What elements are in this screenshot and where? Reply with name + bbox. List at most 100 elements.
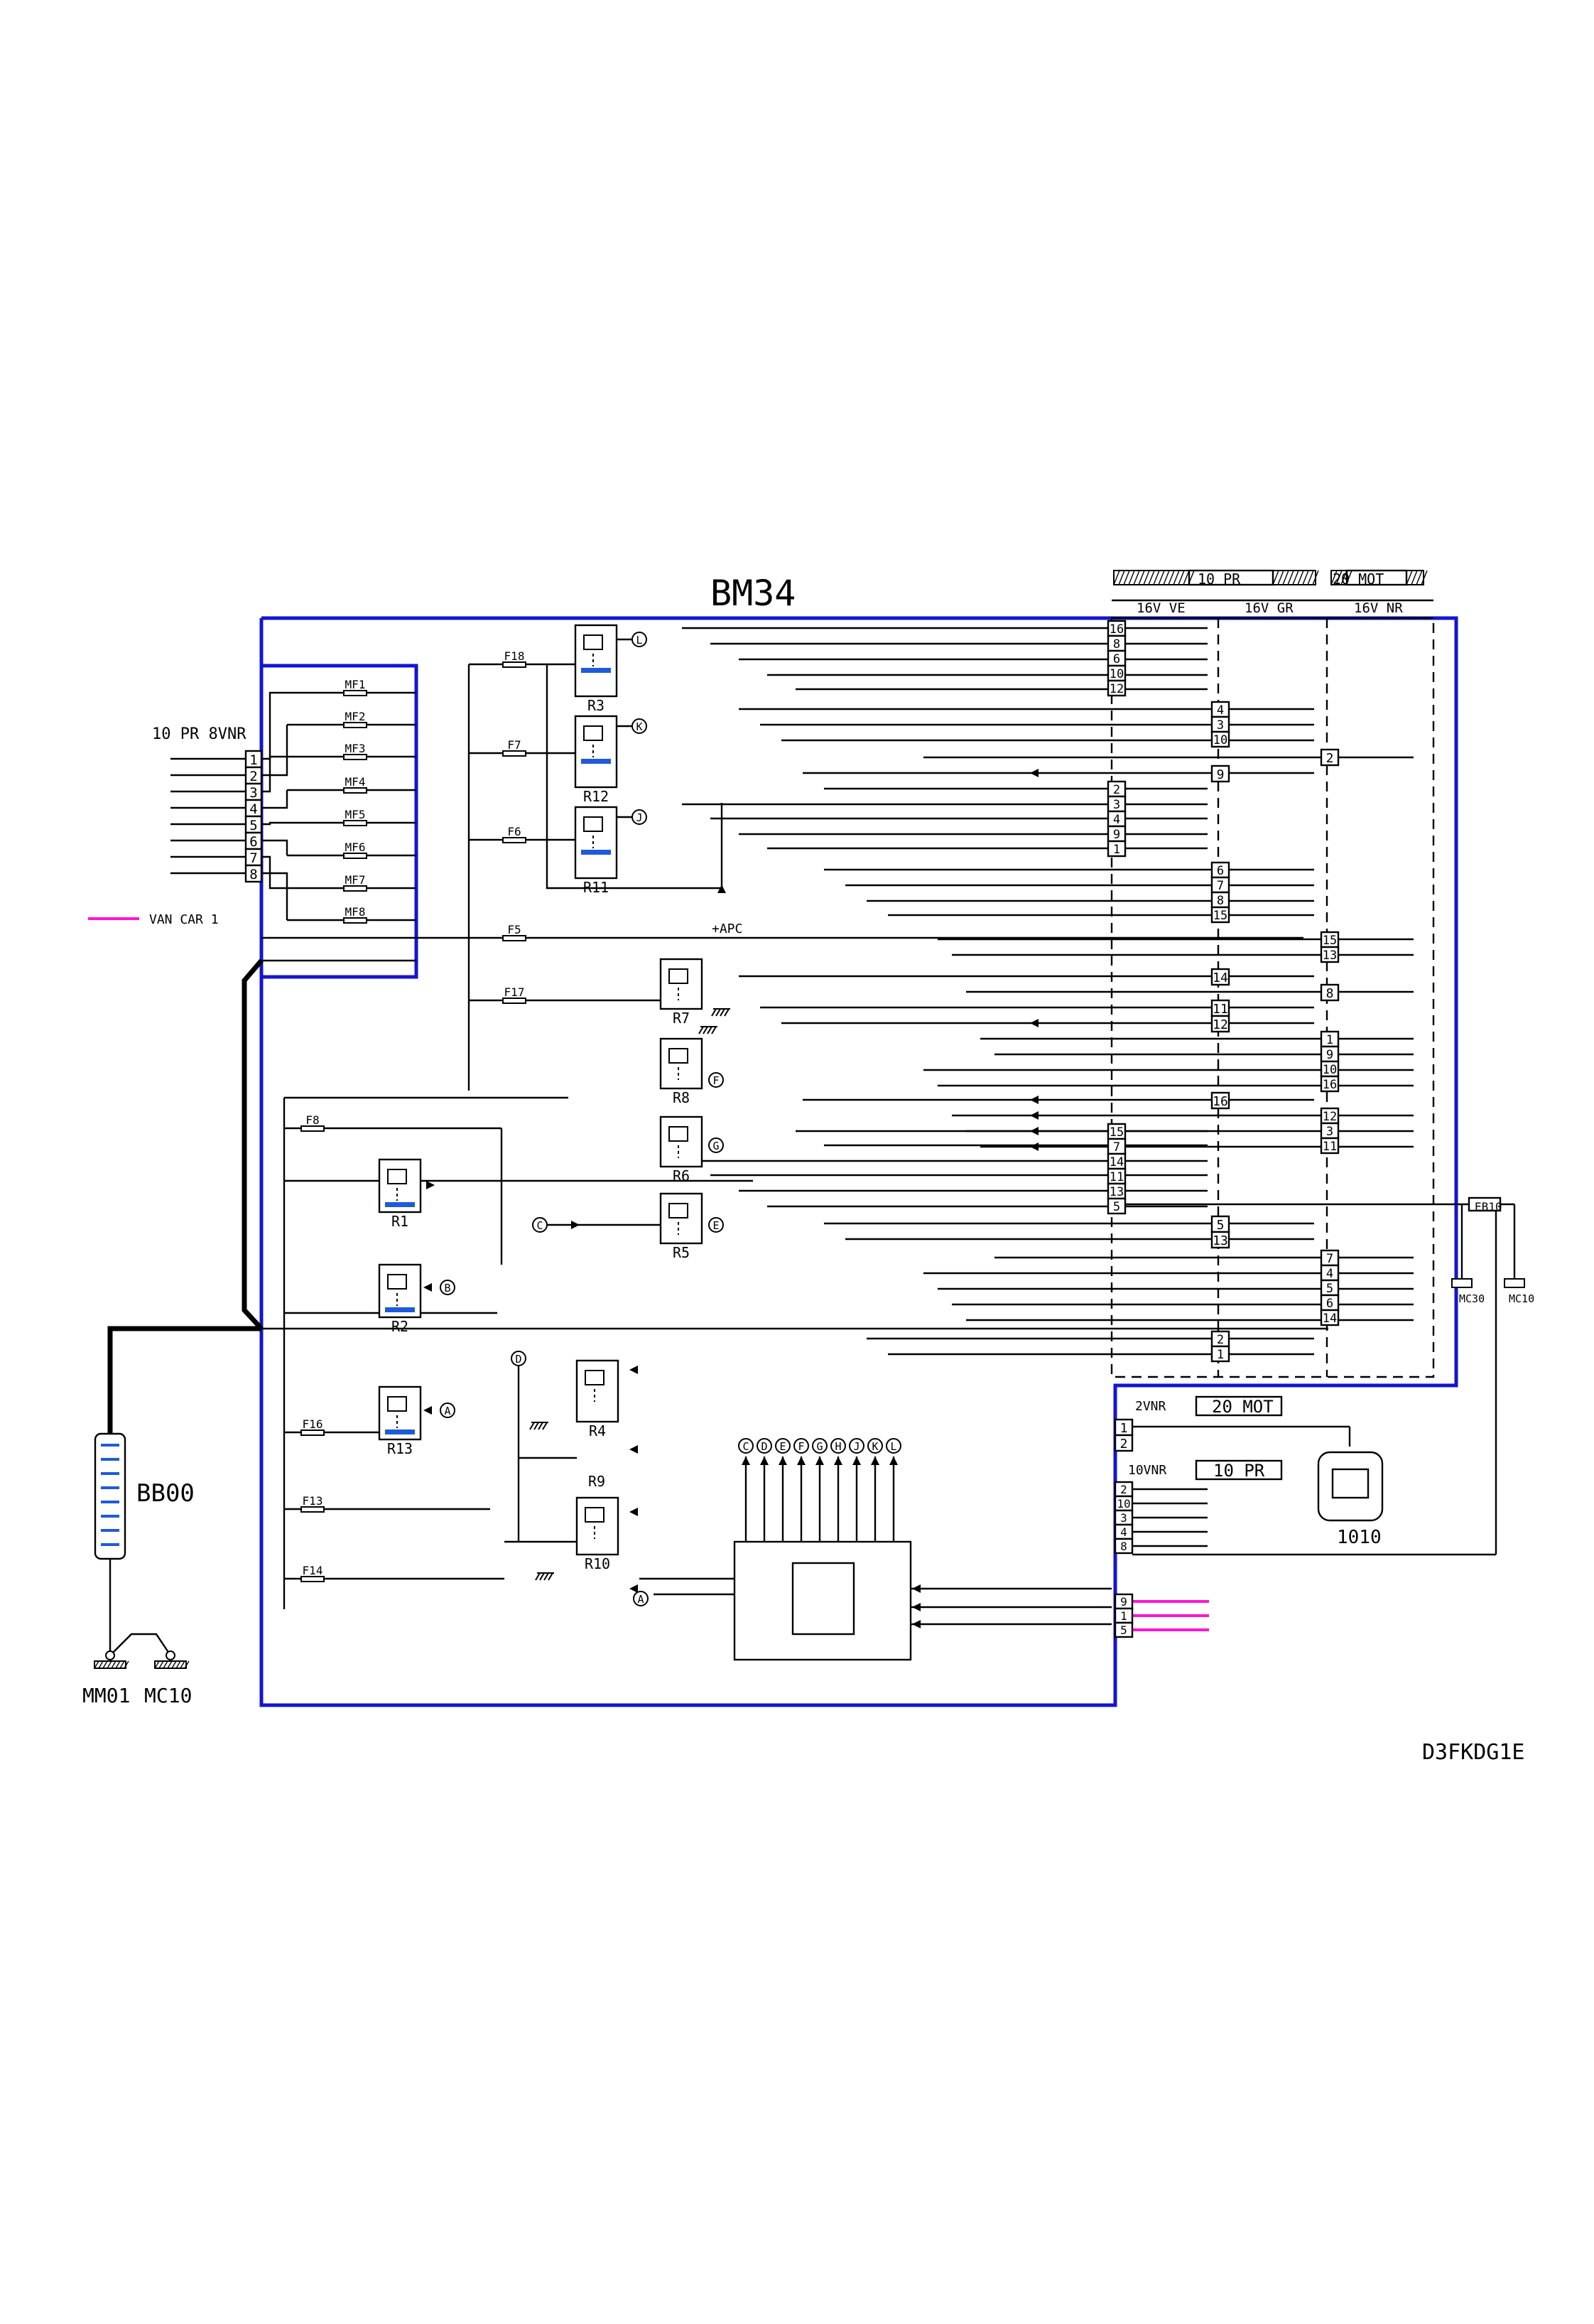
mini-fuse-feed [261, 755, 287, 793]
arrow-c [571, 1221, 580, 1229]
connector-10vnr-label: 10VNR [1128, 1463, 1166, 1478]
left-connector-pin-label: 3 [249, 785, 257, 801]
relay-r3-contact-bar [581, 668, 611, 673]
hatch-line [171, 1660, 177, 1669]
pin-nr-b-pin-label: 1 [1326, 1033, 1333, 1047]
hatch-line [1128, 570, 1135, 585]
ground-r7 [715, 1008, 721, 1017]
ground-hatch [707, 1026, 712, 1034]
arrow-signal [1030, 1019, 1039, 1027]
relay-r12-label: R12 [583, 788, 609, 805]
pin-mot20-pin-label: 2 [1120, 1437, 1128, 1452]
mini-fuse-mf8 [343, 917, 367, 924]
diagram-title: BM34 [710, 573, 796, 614]
pin-ve-c-pin-label: 5 [1113, 1200, 1120, 1214]
ecu-input-arrow [797, 1456, 806, 1465]
marker-j-letter: J [636, 811, 642, 824]
ecu-input-arrow [889, 1456, 898, 1465]
hatch-line [1335, 570, 1343, 585]
pin-nr-8-pin [1320, 983, 1340, 1002]
hatch-line [175, 1660, 181, 1669]
ground-terminal [166, 1650, 175, 1660]
hatch-line [124, 1660, 129, 1669]
ground-label-mc10-right: MC10 [1509, 1292, 1534, 1305]
relay-r4-label: R4 [589, 1422, 606, 1439]
pin-gr-a-pin-label: 4 [1217, 703, 1224, 718]
pin-gr-e-pin [1210, 1345, 1230, 1363]
column-16v-nr: 16V NR [1354, 600, 1403, 616]
pin-pr10-a-pin-label: 3 [1120, 1511, 1127, 1525]
pin-nr-d-pin-label: 6 [1326, 1297, 1333, 1311]
hatch-line [1272, 570, 1279, 585]
arrow-left [629, 1366, 638, 1374]
pin-pr10-a-pin-label: 10 [1117, 1497, 1130, 1510]
pin-pr10-a-pin-label: 4 [1120, 1525, 1127, 1539]
mini-fuse-mf8-label: MF8 [345, 905, 366, 919]
pin-nr-2-pin [1320, 748, 1340, 767]
pin-nr-c-pin-label: 12 [1323, 1110, 1337, 1124]
ecu-input-h [830, 1438, 846, 1454]
marker-c [532, 1217, 548, 1233]
hatch-line [1158, 570, 1165, 585]
hatch-line [94, 1660, 99, 1669]
ground-r10 [539, 1572, 545, 1581]
left-connector-pin-label: 5 [249, 818, 257, 833]
pin-ve-a-pin-label: 12 [1110, 682, 1124, 696]
arrow-left [423, 1283, 432, 1292]
marker-b [440, 1280, 455, 1295]
pin-gr-e-pin-label: 1 [1217, 1348, 1224, 1362]
hatch-line [163, 1660, 168, 1669]
pin-pr10-b-pin-label: 1 [1120, 1609, 1127, 1623]
arrow-left [912, 1603, 921, 1611]
ground-hatch [703, 1026, 708, 1034]
hatch-line [1287, 570, 1294, 585]
pin-gr-b-pin-label: 15 [1213, 909, 1227, 923]
connector-area-dashed [1110, 617, 1435, 1378]
hatch-line [1302, 570, 1309, 585]
marker-a [440, 1402, 455, 1418]
mini-fuse-feed [261, 691, 287, 760]
ecu-input-arrow [760, 1456, 769, 1465]
hatch-line [167, 1660, 173, 1669]
pin-ve-b-pin [1107, 840, 1127, 858]
hatch-line [1307, 570, 1314, 585]
hatch-line [115, 1660, 121, 1669]
relay-r13-contact-bar [385, 1429, 415, 1434]
marker-b-letter: B [444, 1282, 450, 1295]
hatch-line [98, 1660, 104, 1669]
pin-gr-16-pin-label: 16 [1213, 1094, 1228, 1109]
ground-label-mm01: MM01 [82, 1684, 130, 1707]
box-10pr [1195, 1459, 1283, 1481]
fuse-f6-label: F6 [507, 825, 521, 838]
fuse-f14 [300, 1576, 325, 1582]
pin-ve-a-pin-label: 8 [1113, 637, 1120, 652]
top-header-10pr: 10 PR [1198, 571, 1241, 588]
arrow-signal [1030, 769, 1039, 777]
pin-nr-c-pin [1320, 1137, 1340, 1155]
battery-link-cable [242, 958, 264, 1331]
hatch-line [1282, 570, 1289, 585]
pin-pr10-b-pin-label: 5 [1120, 1623, 1127, 1637]
ecu-input-g-letter: G [816, 1440, 823, 1453]
mini-fuse-mf3 [343, 754, 367, 760]
right-ground-0 [1451, 1278, 1473, 1288]
relay-r10-coil [585, 1507, 604, 1523]
relay-r8-coil [668, 1048, 688, 1064]
relay-r11 [574, 806, 618, 880]
ecu-input-arrow [852, 1456, 861, 1465]
pin-mot20-pin [1114, 1434, 1134, 1452]
top-header-20mot: 20 MOT [1333, 571, 1384, 588]
hatch-line [1330, 570, 1338, 585]
fuse-f18-label: F18 [504, 649, 525, 663]
hatch-line [180, 1660, 185, 1669]
fuse-f16 [300, 1429, 325, 1436]
fuse-f17 [502, 998, 526, 1004]
hatch-line [1292, 570, 1299, 585]
arrow-left [912, 1584, 921, 1593]
header-box-20mot [1345, 569, 1408, 586]
fuse-f18 [502, 661, 526, 668]
pin-nr-d-pin-label: 4 [1326, 1267, 1333, 1281]
ground-r7 [720, 1008, 725, 1017]
box-20mot [1195, 1395, 1283, 1417]
